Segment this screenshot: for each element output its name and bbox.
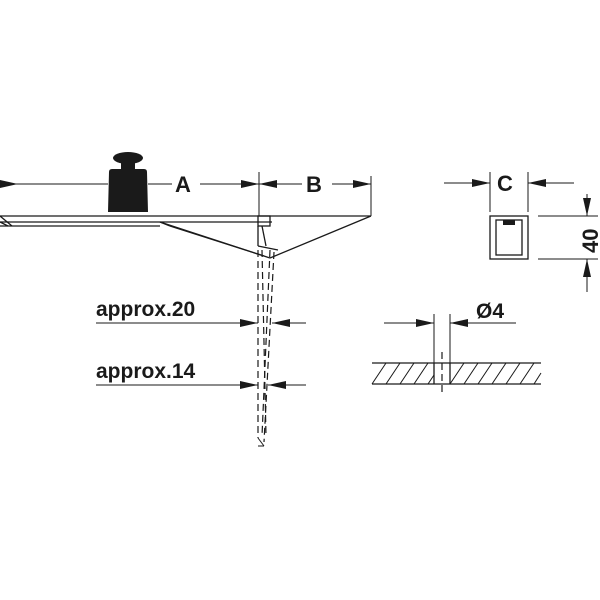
- arrow-b-right: [353, 180, 371, 188]
- profile-outline: [489, 215, 529, 260]
- label-approx-14: approx.14: [96, 360, 196, 383]
- hidden-pin: [257, 249, 275, 447]
- label-diameter-4: Ø4: [476, 300, 504, 323]
- label-40: 40: [578, 229, 600, 253]
- plate-hatching: [371, 362, 542, 385]
- brace-outer: [269, 215, 372, 259]
- label-b: B: [306, 172, 322, 197]
- label-c: C: [497, 171, 513, 196]
- weight-icon: [108, 152, 148, 212]
- label-a: A: [175, 172, 191, 197]
- arrow-b-left: [259, 180, 277, 188]
- shelf-bracket: [0, 215, 372, 259]
- label-approx-20: approx.20: [96, 298, 195, 321]
- dimension-approx-20: approx.20: [96, 298, 306, 327]
- profile-detail: C 40: [444, 171, 600, 292]
- hole-detail: Ø4: [371, 300, 542, 392]
- dimension-a-b: A B: [0, 172, 372, 216]
- dimension-approx-14: approx.14: [96, 360, 306, 389]
- arrow-a-right: [241, 180, 259, 188]
- arrow-a-left: [0, 180, 18, 188]
